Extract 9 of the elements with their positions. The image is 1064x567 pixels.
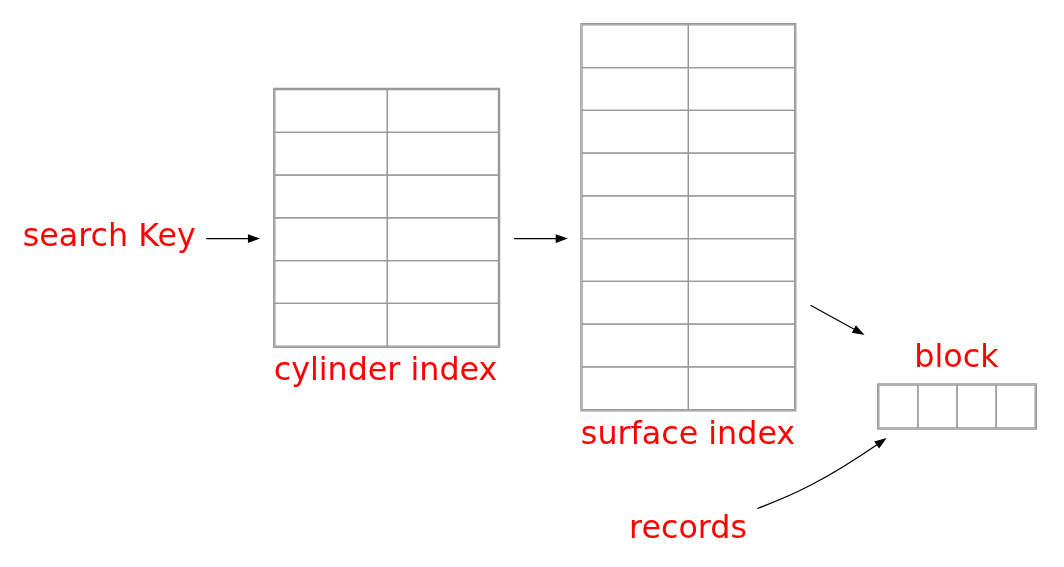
node-label: cylinder index [273,351,498,388]
node-text: records [629,509,748,546]
arrow [756,437,887,510]
node-label: surface index [580,414,796,451]
arrow [513,234,568,243]
arrow [205,234,261,243]
node-text: search Key [22,217,196,254]
arrow [810,304,865,335]
node-label: block [914,337,999,374]
